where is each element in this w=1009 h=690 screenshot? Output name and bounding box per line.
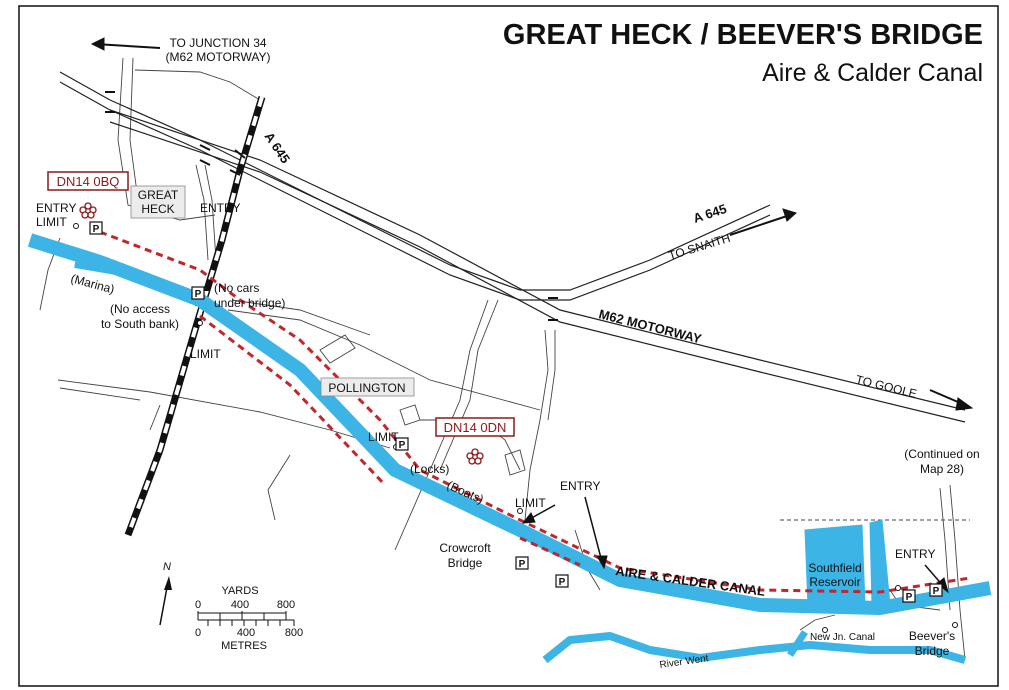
postcode-east: DN14 0DN (444, 420, 507, 435)
great-heck-label-2: HECK (141, 202, 174, 216)
metres-tick-0: 0 (195, 627, 201, 639)
junction-sub-label: (M62 MOTORWAY) (166, 50, 271, 64)
great-heck-box (130, 185, 186, 219)
limit-west-label: LIMIT (36, 215, 67, 229)
canal (27, 233, 992, 664)
parking-icon: P (929, 583, 943, 597)
continued-label: (Continued on (904, 447, 979, 461)
parking-icon: P (515, 556, 529, 570)
m62-motorway (109, 109, 966, 423)
entry-west-label: ENTRY (36, 201, 76, 215)
yards-tick-400: 400 (231, 599, 249, 611)
locks-label: (Locks) (410, 462, 449, 476)
crowcroft-label: Crowcroft (439, 541, 491, 555)
flower-icon (79, 202, 97, 219)
limit-crowcroft-label: LIMIT (515, 496, 546, 510)
entry-east-label: ENTRY (895, 547, 935, 561)
great-heck-label: GREAT (138, 188, 179, 202)
metres-tick-800: 800 (285, 627, 303, 639)
a645-road (109, 99, 771, 301)
no-access-label: (No access (110, 302, 170, 316)
svg-text:N: N (163, 561, 171, 573)
pollington-label: POLLINGTON (328, 381, 405, 395)
junction-label: TO JUNCTION 34 (169, 36, 266, 50)
entry-crowcroft-label: ENTRY (560, 479, 600, 493)
scale-bar: YARDS 0 400 800 0 400 800 METRES (195, 585, 303, 652)
parking-icon: P (902, 589, 916, 603)
no-cars-label-2: under bridge) (214, 296, 285, 310)
new-jn-canal-label: New Jn. Canal (810, 632, 875, 643)
limit-rail-label: LIMIT (190, 347, 221, 361)
yards-label: YARDS (221, 585, 258, 597)
southfield-label: Southfield (808, 561, 861, 575)
north-arrow-icon: N (159, 561, 172, 626)
postcode-east-box (435, 417, 515, 437)
metres-tick-400: 400 (237, 627, 255, 639)
parking-icon: P (191, 286, 205, 300)
postcode-west: DN14 0BQ (57, 174, 120, 189)
southfield-label-2: Reservoir (809, 575, 860, 589)
yards-tick-800: 800 (277, 599, 295, 611)
metres-label: METRES (221, 640, 267, 652)
svg-text:P: P (93, 224, 100, 235)
southfield-reservoir (804, 524, 866, 607)
map-subtitle: Aire & Calder Canal (762, 59, 983, 87)
map-title: GREAT HECK / BEEVER'S BRIDGE (503, 19, 983, 51)
svg-text:P: P (906, 592, 913, 603)
postcode-west-box (47, 171, 129, 191)
road-arrows (90, 37, 974, 594)
parking-icon: P (555, 574, 569, 588)
yards-tick-0: 0 (195, 599, 201, 611)
parking-icon: P (395, 437, 409, 451)
continued-label-2: Map 28) (920, 462, 964, 476)
limit-locks-label: LIMIT (368, 430, 399, 444)
crowcroft-label-2: Bridge (448, 556, 483, 570)
pollington-box (320, 377, 415, 397)
entry-heck-label: ENTRY (200, 201, 240, 215)
beevers-label-2: Bridge (915, 644, 950, 658)
no-cars-label: (No cars (214, 281, 259, 295)
svg-text:P: P (559, 577, 566, 588)
parking-icon: P (89, 221, 103, 235)
svg-text:P: P (519, 559, 526, 570)
svg-text:P: P (399, 440, 406, 451)
svg-text:P: P (933, 586, 940, 597)
flower-icon (466, 448, 484, 465)
svg-text:P: P (195, 289, 202, 300)
towpath (99, 230, 971, 594)
beevers-label: Beever's (909, 629, 955, 643)
no-access-label-2: to South bank) (101, 317, 179, 331)
